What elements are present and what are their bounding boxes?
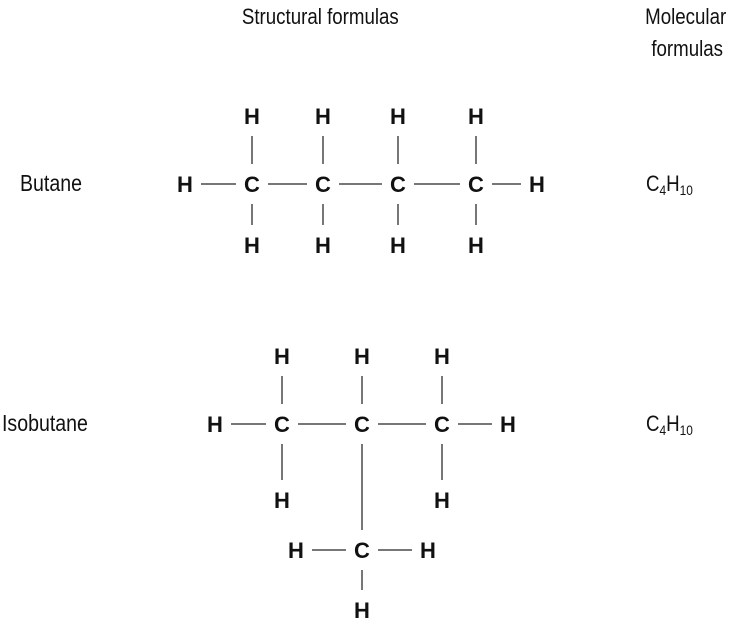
carbon-atom: C	[274, 412, 290, 437]
formula-carbon-count: 4	[659, 422, 667, 438]
hydrogen-atom: H	[315, 233, 331, 258]
butane-molecular-formula: C4H10	[646, 171, 693, 198]
formula-hydrogen: H	[666, 171, 680, 196]
hydrogen-atom: H	[177, 172, 193, 197]
hydrogen-atom: H	[207, 412, 223, 437]
hydrogen-atom: H	[354, 598, 370, 623]
carbon-atom: C	[434, 412, 450, 437]
hydrogen-atom: H	[390, 104, 406, 129]
hydrogen-atom: H	[288, 538, 304, 563]
molecular-formulas-header-line1: Molecular	[645, 4, 727, 29]
hydrogen-atom: H	[500, 412, 516, 437]
carbon-atom: C	[468, 172, 484, 197]
hydrogen-atom: H	[315, 104, 331, 129]
carbon-atom: C	[390, 172, 406, 197]
isobutane-molecular-formula: C4H10	[646, 411, 693, 438]
hydrogen-atom: H	[468, 233, 484, 258]
hydrogen-atom: H	[434, 344, 450, 369]
formula-hydrogen: H	[666, 411, 680, 436]
isobutane-label: Isobutane	[2, 410, 88, 436]
hydrogen-atom: H	[468, 104, 484, 129]
carbon-atom: C	[244, 172, 260, 197]
hydrogen-atom: H	[354, 344, 370, 369]
hydrogen-atom: H	[274, 344, 290, 369]
carbon-atom: C	[315, 172, 331, 197]
hydrogen-atom: H	[434, 488, 450, 513]
carbon-atom: C	[354, 538, 370, 563]
butane-label: Butane	[20, 170, 82, 196]
hydrogen-atom: H	[244, 233, 260, 258]
formula-carbon: C	[646, 171, 660, 196]
formula-carbon: C	[646, 411, 660, 436]
hydrogen-atom: H	[244, 104, 260, 129]
formula-hydrogen-count: 10	[679, 422, 693, 438]
hydrogen-atom: H	[529, 172, 545, 197]
structural-formulas-header: Structural formulas	[241, 4, 399, 29]
molecular-formulas-header-line2: formulas	[651, 36, 724, 61]
carbon-atom: C	[354, 412, 370, 437]
hydrogen-atom: H	[420, 538, 436, 563]
hydrogen-atom: H	[274, 488, 290, 513]
hydrogen-atom: H	[390, 233, 406, 258]
formula-carbon-count: 4	[659, 182, 667, 198]
formula-hydrogen-count: 10	[679, 182, 693, 198]
